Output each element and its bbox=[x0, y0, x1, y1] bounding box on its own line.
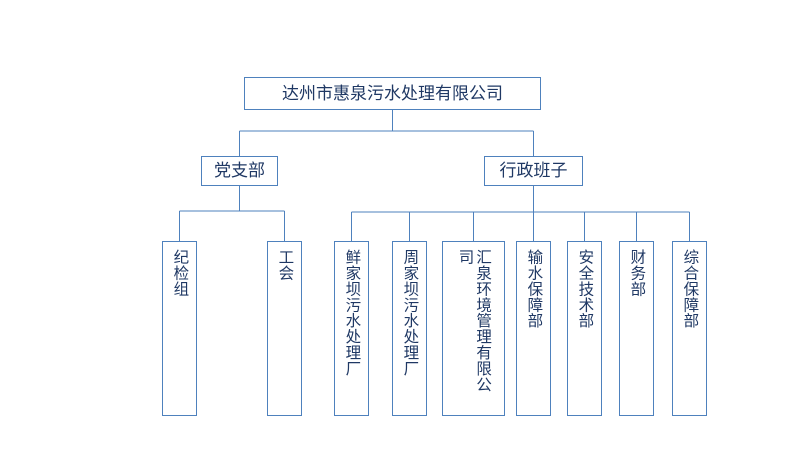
node-admin-team[interactable]: 行政班子 bbox=[484, 156, 583, 186]
node-labor-union[interactable]: 工会 bbox=[267, 241, 302, 416]
node-zhoujiaba-plant-label: 周家坝污水处理厂 bbox=[401, 249, 419, 377]
node-water-supply-dept[interactable]: 输水保障部 bbox=[516, 241, 551, 416]
node-party-branch[interactable]: 党支部 bbox=[201, 156, 278, 186]
node-discipline-group[interactable]: 纪检组 bbox=[162, 241, 197, 416]
node-xianjiaba-plant-label: 鲜家坝污水处理厂 bbox=[343, 249, 361, 377]
node-party-branch-label: 党支部 bbox=[214, 161, 265, 181]
node-huiquan-env-co[interactable]: 汇泉环境管理有限公司 bbox=[442, 241, 505, 416]
node-discipline-group-label: 纪检组 bbox=[171, 249, 189, 297]
node-labor-union-label: 工会 bbox=[276, 249, 294, 281]
node-finance-dept[interactable]: 财务部 bbox=[619, 241, 654, 416]
node-zhoujiaba-plant[interactable]: 周家坝污水处理厂 bbox=[392, 241, 427, 416]
node-general-support-dept[interactable]: 综合保障部 bbox=[672, 241, 707, 416]
node-xianjiaba-plant[interactable]: 鲜家坝污水处理厂 bbox=[334, 241, 369, 416]
node-general-support-dept-label: 综合保障部 bbox=[681, 249, 699, 329]
node-company[interactable]: 达州市惠泉污水处理有限公司 bbox=[244, 77, 541, 110]
node-finance-dept-label: 财务部 bbox=[628, 249, 646, 297]
node-huiquan-env-co-label: 汇泉环境管理有限公司 bbox=[456, 249, 492, 393]
node-safety-tech-dept-label: 安全技术部 bbox=[576, 249, 594, 329]
node-admin-team-label: 行政班子 bbox=[499, 161, 568, 181]
node-safety-tech-dept[interactable]: 安全技术部 bbox=[567, 241, 602, 416]
node-company-label: 达州市惠泉污水处理有限公司 bbox=[282, 83, 503, 103]
node-water-supply-dept-label: 输水保障部 bbox=[525, 249, 543, 329]
